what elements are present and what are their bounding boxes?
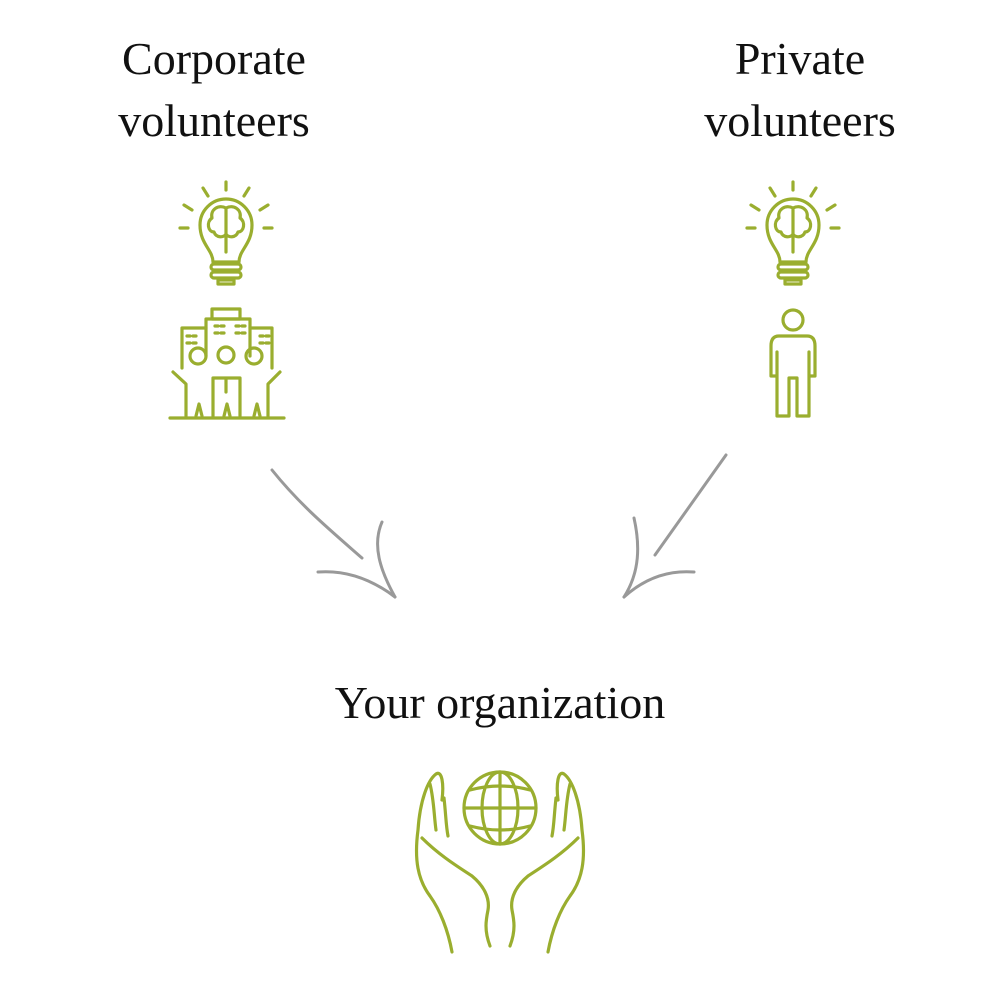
private-line1: Private: [734, 33, 866, 84]
lightbulb-brain-icon: [745, 180, 841, 286]
hands-globe-icon: [414, 770, 586, 954]
organization-label: Your organization: [334, 677, 666, 728]
corporate-team-icon: [168, 307, 286, 420]
corporate-line2: volunteers: [118, 95, 310, 146]
corporate-line1: Corporate: [122, 33, 306, 84]
private-volunteers-label: Private volunteers: [650, 28, 950, 152]
private-line2: volunteers: [704, 95, 896, 146]
lightbulb-brain-icon: [178, 180, 274, 286]
person-icon: [769, 308, 817, 418]
corporate-volunteers-label: Corporate volunteers: [64, 28, 364, 152]
